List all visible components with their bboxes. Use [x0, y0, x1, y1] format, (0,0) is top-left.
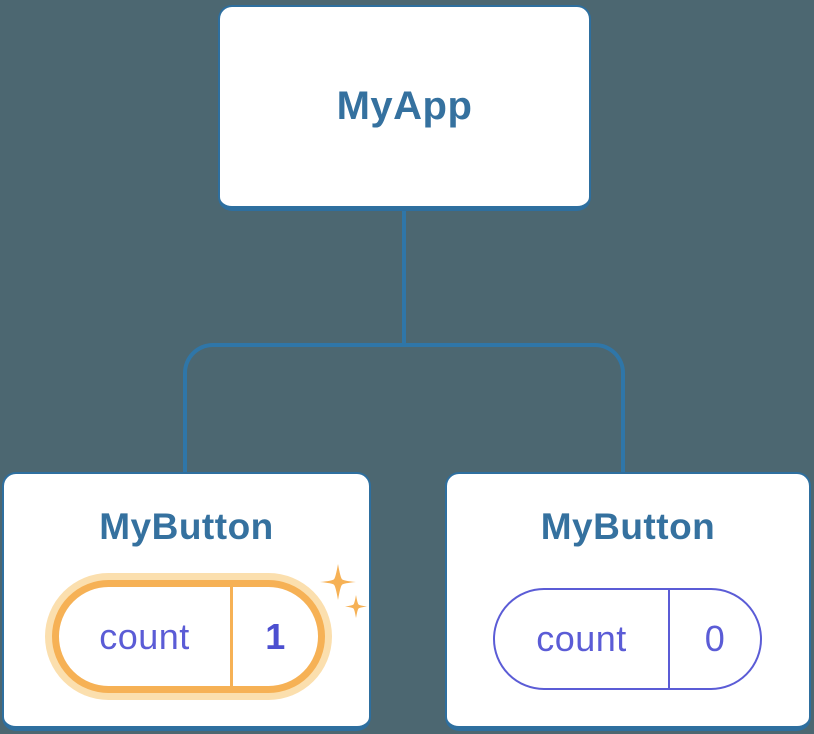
state-key: count	[99, 615, 190, 657]
node-mybutton-1: MyButton count 1	[2, 472, 371, 731]
node-mybutton-1-label: MyButton	[99, 506, 274, 547]
pill-divider	[668, 590, 670, 688]
node-mybutton-2: MyButton count 0	[445, 472, 811, 731]
node-myapp: MyApp	[218, 5, 591, 211]
node-myapp-label: MyApp	[336, 84, 473, 128]
state-value: 0	[704, 618, 726, 659]
state-value: 1	[265, 615, 286, 657]
connector-trunk	[402, 211, 406, 345]
sparkle-icon	[320, 564, 367, 618]
pill-divider	[230, 587, 233, 686]
state-key: count	[536, 618, 627, 659]
state-pill-plain: count 0	[493, 588, 762, 690]
state-pill-highlighted: count 1	[52, 580, 325, 693]
node-mybutton-2-label: MyButton	[540, 506, 716, 547]
connector-branch	[183, 343, 625, 472]
